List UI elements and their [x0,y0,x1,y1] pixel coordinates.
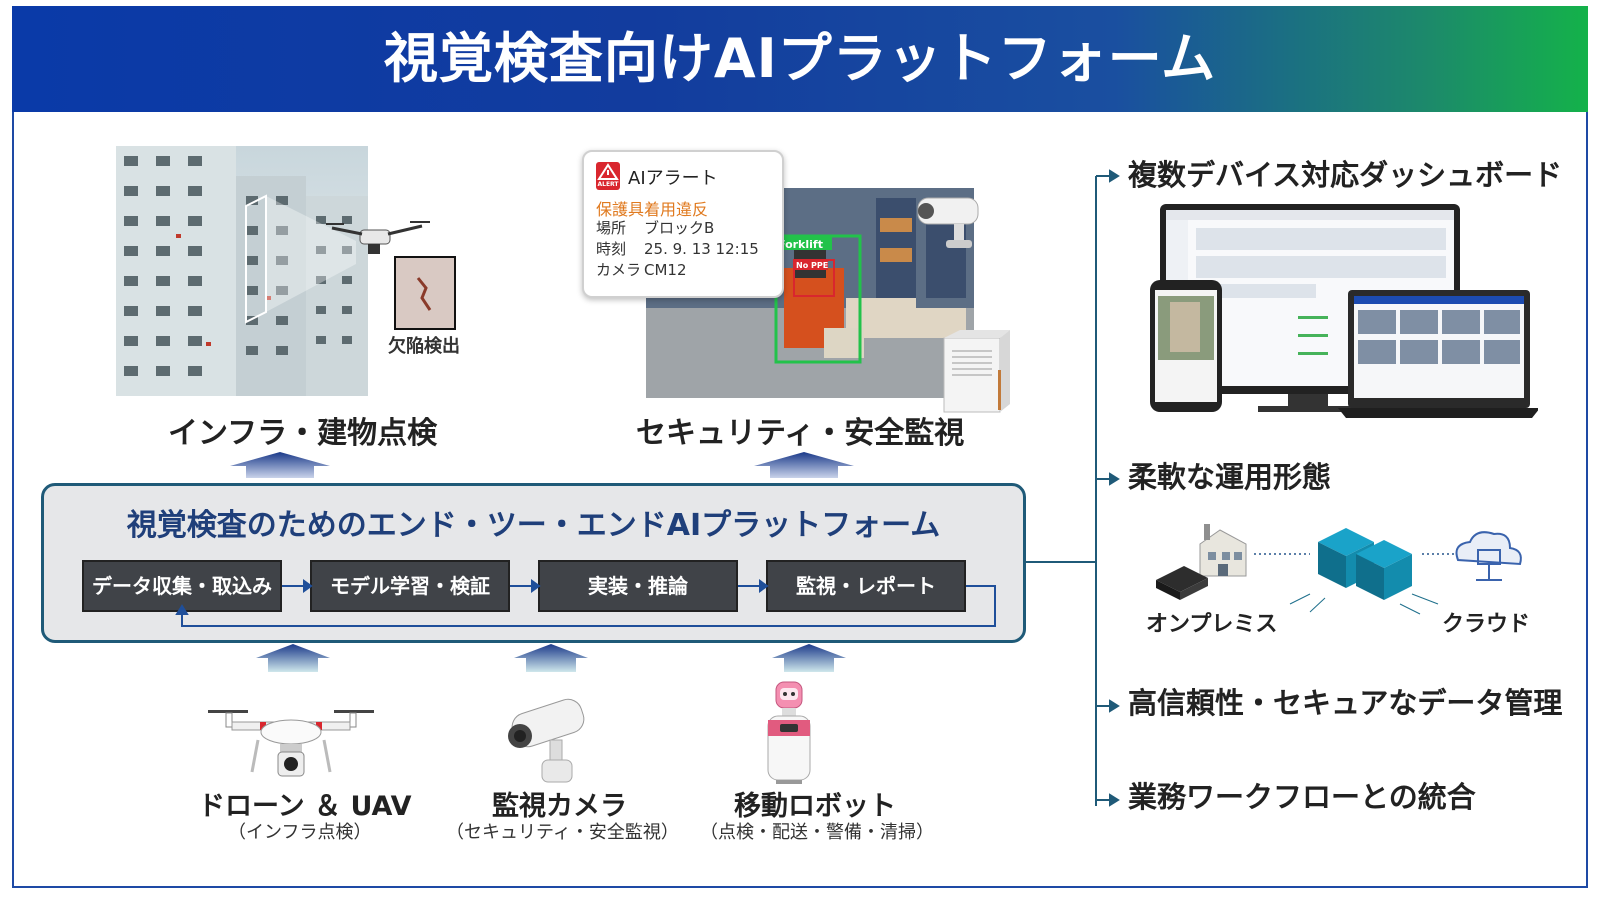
feature-secure-data: 高信頼性・セキュアなデータ管理 [1128,686,1563,720]
alert-row: 場所ブロックB [596,219,715,237]
step-deployment: 実装・推論 [538,560,738,612]
cctv-device-icon [508,698,585,783]
drone-icon [326,221,430,254]
alert-type: 保護具着用違反 [596,200,709,219]
feature-connector [1026,176,1097,806]
up-arrow-icon [256,644,330,672]
up-arrow-icon [230,452,330,478]
defect-thumbnail [394,256,456,330]
onprem-label: オンプレミス [1146,612,1278,637]
title-bar: 視覚検査向けAIプラットフォーム [12,6,1588,112]
up-arrow-icon [772,644,846,672]
security-label: セキュリティ・安全監視 [636,416,965,451]
step-monitoring: 監視・レポート [766,560,966,612]
feature-flexible-deployment: 柔軟な運用形態 [1128,460,1332,494]
forklift-tag: Forklift [778,238,823,251]
step-data-collection: データ収集・取込み [82,560,282,612]
robot-label: 移動ロボット [734,791,896,822]
no-ppe-tag: No PPE [796,261,829,270]
drone-sub: （インフラ点検） [228,822,372,843]
feature-multi-device-dashboard: 複数デバイス対応ダッシュボード [1128,158,1563,192]
infra-label: インフラ・建物点検 [168,416,438,451]
dashboard-devices-illustration [1150,204,1538,418]
security-camera-icon [917,197,979,248]
alert-title: AIアラート [628,168,718,189]
building-inspection-photo [116,146,368,396]
step-model-training: モデル学習・検証 [310,560,510,612]
camera-sub: （セキュリティ・安全監視） [446,822,679,843]
feature-arrows [1096,169,1120,807]
drone-label: ドローン ＆ UAV [198,791,412,822]
platform-title: 視覚検査のためのエンド・ツー・エンドAIプラットフォーム [126,508,941,543]
page-title: 視覚検査向けAIプラットフォーム [383,27,1217,90]
feature-workflow-integration: 業務ワークフローとの統合 [1128,780,1476,814]
camera-label: 監視カメラ [492,791,627,822]
up-arrow-icon [754,452,854,478]
alert-icon: ALERT [596,162,620,190]
drone-device-icon [208,710,374,777]
alert-badge: ALERT [597,181,619,188]
edge-server-icon [943,330,1010,413]
cloud-label: クラウド [1442,612,1531,637]
deployment-illustration [1156,524,1522,615]
process-flow-arrows [175,579,996,627]
up-arrow-icon [514,644,588,672]
mobile-robot-icon [767,681,811,784]
defect-label: 欠陥検出 [388,336,460,357]
robot-sub: （点検・配送・警備・清掃） [700,822,934,843]
